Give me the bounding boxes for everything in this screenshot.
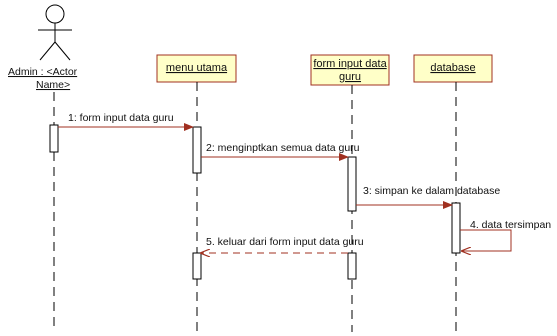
lifeline-label-line2: guru: [339, 71, 361, 83]
lifeline-header-database[interactable]: database: [413, 54, 493, 83]
message-3-label: 3: simpan ke dalam database: [363, 185, 500, 197]
message-4-label: 4. data tersimpan: [470, 219, 551, 231]
actor-figure: [38, 4, 72, 61]
activation-bar-form-2: [347, 252, 357, 280]
lifeline-header-menu-utama[interactable]: menu utama: [156, 54, 237, 83]
message-5-label: 5. keluar dari form input data guru: [206, 236, 364, 248]
lifeline-label: database: [430, 62, 475, 74]
lifeline-label: menu utama: [166, 62, 228, 74]
activation-bar-database: [451, 202, 461, 254]
actor-right-leg: [54, 41, 71, 61]
message-4-arrow: [460, 229, 512, 251]
lifeline-header-box: [310, 54, 390, 86]
activation-bar-actor: [49, 124, 59, 153]
lifeline-header-box: [156, 54, 237, 83]
actor-name-line1: Admin : <Actor: [8, 66, 78, 78]
lifeline-label-line1: form input data: [313, 58, 387, 70]
activation-bar-menu-2: [192, 252, 202, 280]
actor-name-line2: Name>: [36, 79, 70, 91]
message-1-label: 1: form input data guru: [68, 112, 174, 124]
lifeline-header-form-input-data-guru[interactable]: form input data guru: [310, 54, 390, 86]
activation-bar-menu-1: [192, 126, 202, 174]
actor-head: [45, 4, 65, 24]
lifeline-header-box: [413, 54, 493, 83]
activation-bar-form-1: [347, 156, 357, 212]
actor-left-leg: [39, 41, 56, 61]
message-2-label: 2: menginptkan semua data guru: [206, 142, 360, 154]
